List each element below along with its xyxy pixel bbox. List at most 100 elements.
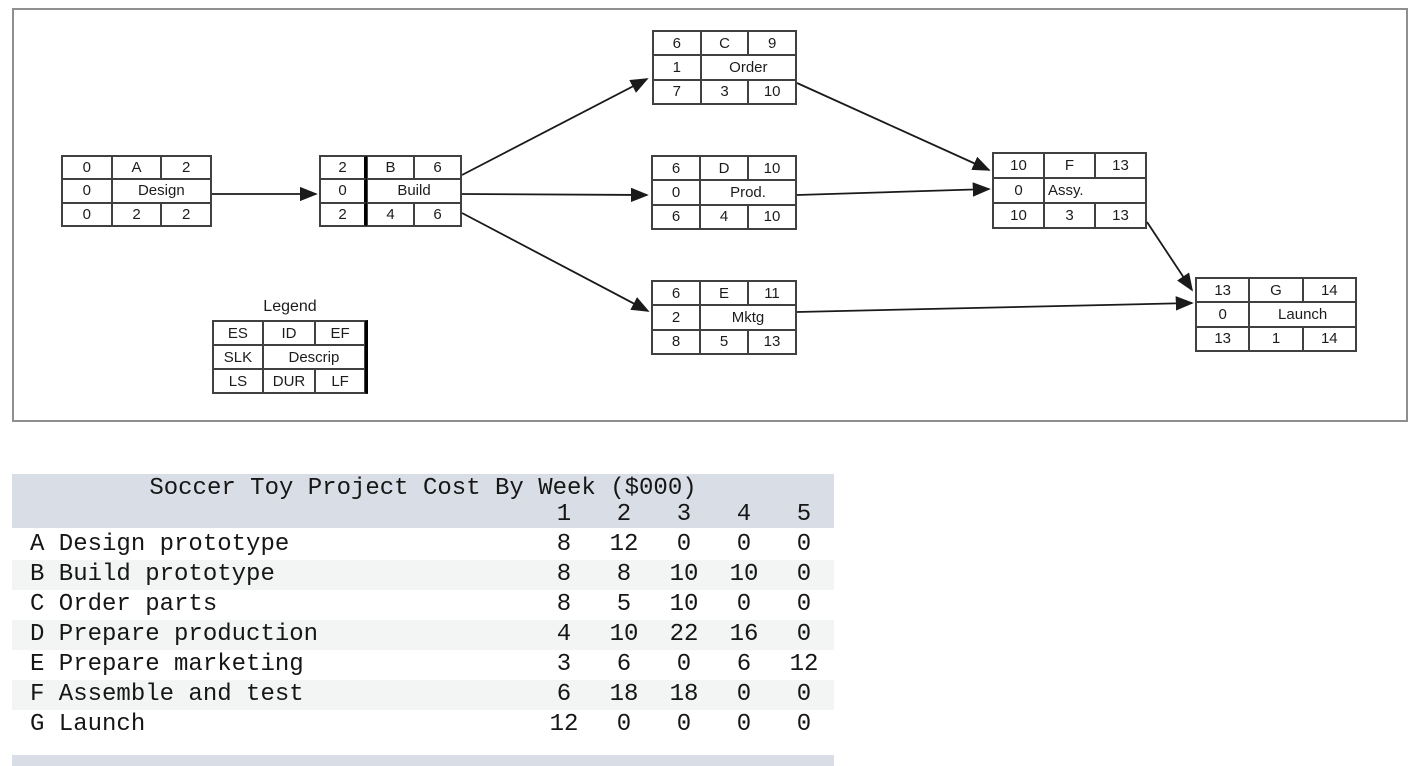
cost-C-week3: 10 <box>669 591 699 618</box>
node-A-slk: 0 <box>62 179 112 203</box>
node-A-ef: 2 <box>161 156 211 180</box>
node-E-ef: 11 <box>748 281 796 306</box>
column-header-spacer <box>12 501 534 528</box>
cost-A-week1: 8 <box>556 531 572 558</box>
node-G-desc: Launch <box>1249 302 1356 327</box>
activity-label-G: G Launch <box>30 711 146 738</box>
node-F-slk: 0 <box>993 178 1044 203</box>
arrow-B-to-D <box>461 187 649 203</box>
week-header-1: 1 <box>556 501 572 528</box>
cost-B-week4: 10 <box>729 561 759 588</box>
node-D-es: 6 <box>652 156 700 181</box>
node-F-ef: 13 <box>1095 153 1146 178</box>
cost-D-week4: 16 <box>729 621 759 648</box>
node-G-ef: 14 <box>1302 278 1356 303</box>
node-B-slk: 0 <box>320 179 367 203</box>
node-A-lf: 2 <box>161 202 211 226</box>
legend-title: Legend <box>263 298 317 315</box>
activity-label-D: D Prepare production <box>30 621 319 648</box>
cost-A-week3: 0 <box>676 531 692 558</box>
node-B-id: B <box>367 156 414 180</box>
arrow-E-to-G <box>796 296 1194 313</box>
node-D-slk: 0 <box>652 180 700 205</box>
node-A-ls: 0 <box>62 202 112 226</box>
node-E-slk: 2 <box>652 305 700 330</box>
node-C-slk: 1 <box>653 55 701 80</box>
node-E-ls: 8 <box>652 329 700 354</box>
cost-row-C: C Order parts 8 5 10 0 0 <box>12 590 834 620</box>
node-A-desc: Design <box>111 179 211 203</box>
legend-es: ES <box>213 321 263 345</box>
node-B-ls: 2 <box>320 202 367 226</box>
cost-C-week4: 0 <box>736 591 752 618</box>
node-G-lf: 14 <box>1302 326 1356 351</box>
node-G-id: G <box>1249 278 1303 303</box>
activity-label-A: A Design prototype <box>30 531 290 558</box>
node-A-es: 0 <box>62 156 112 180</box>
node-D-dur: 4 <box>700 204 748 229</box>
legend-descrip: Descrip <box>262 345 365 369</box>
cost-table-title: Soccer Toy Project Cost By Week ($000) <box>149 475 697 502</box>
cost-G-week1: 12 <box>549 711 579 738</box>
node-A-id: A <box>111 156 162 180</box>
cost-F-week2: 18 <box>609 681 639 708</box>
node-B-ef: 6 <box>414 156 461 180</box>
node-C-lf: 10 <box>748 79 796 104</box>
node-F-ls: 10 <box>993 203 1044 228</box>
cost-D-week3: 22 <box>669 621 699 648</box>
arrow-B-to-C <box>461 78 649 176</box>
cost-C-week1: 8 <box>556 591 572 618</box>
cost-E-week5: 12 <box>789 651 819 678</box>
node-E-es: 6 <box>652 281 700 306</box>
cost-E-week2: 6 <box>616 651 632 678</box>
cost-D-week5: 0 <box>796 621 812 648</box>
legend-table: ES ID EF SLK Descrip LS DUR LF <box>212 320 368 394</box>
arrow-F-to-G <box>1146 221 1193 292</box>
cost-C-week5: 0 <box>796 591 812 618</box>
cost-G-week5: 0 <box>796 711 812 738</box>
cost-D-week2: 10 <box>609 621 639 648</box>
cost-G-week4: 0 <box>736 711 752 738</box>
node-G-es: 13 <box>1196 278 1250 303</box>
legend-dur: DUR <box>262 369 316 393</box>
arrow-C-to-F <box>796 82 991 171</box>
activity-label-C: C Order parts <box>30 591 218 618</box>
legend-slk: SLK <box>213 345 263 369</box>
week-header-4: 4 <box>736 501 752 528</box>
node-D-desc: Prod. <box>700 180 796 205</box>
node-B-dur: 4 <box>367 202 414 226</box>
dependency-arrows <box>212 78 1194 313</box>
node-B-lf: 6 <box>414 202 461 226</box>
cost-E-week1: 3 <box>556 651 572 678</box>
cost-E-week3: 0 <box>676 651 692 678</box>
cost-A-week2: 12 <box>609 531 639 558</box>
legend-id: ID <box>262 321 316 345</box>
node-E-lf: 13 <box>748 329 796 354</box>
node-D-id: D <box>700 156 748 181</box>
node-D-ef: 10 <box>748 156 796 181</box>
cost-A-week4: 0 <box>736 531 752 558</box>
cost-table-header: Soccer Toy Project Cost By Week ($000) 1… <box>12 474 834 528</box>
node-B-desc: Build <box>367 179 461 203</box>
cost-C-week2: 5 <box>616 591 632 618</box>
node-C-ls: 7 <box>653 79 701 104</box>
cost-B-week5: 0 <box>796 561 812 588</box>
node-E-dur: 5 <box>700 329 748 354</box>
arrow-D-to-F <box>796 182 991 197</box>
node-F-desc: Assy. <box>1044 178 1146 203</box>
cost-B-week2: 8 <box>616 561 632 588</box>
arrow-B-to-E <box>461 212 650 312</box>
